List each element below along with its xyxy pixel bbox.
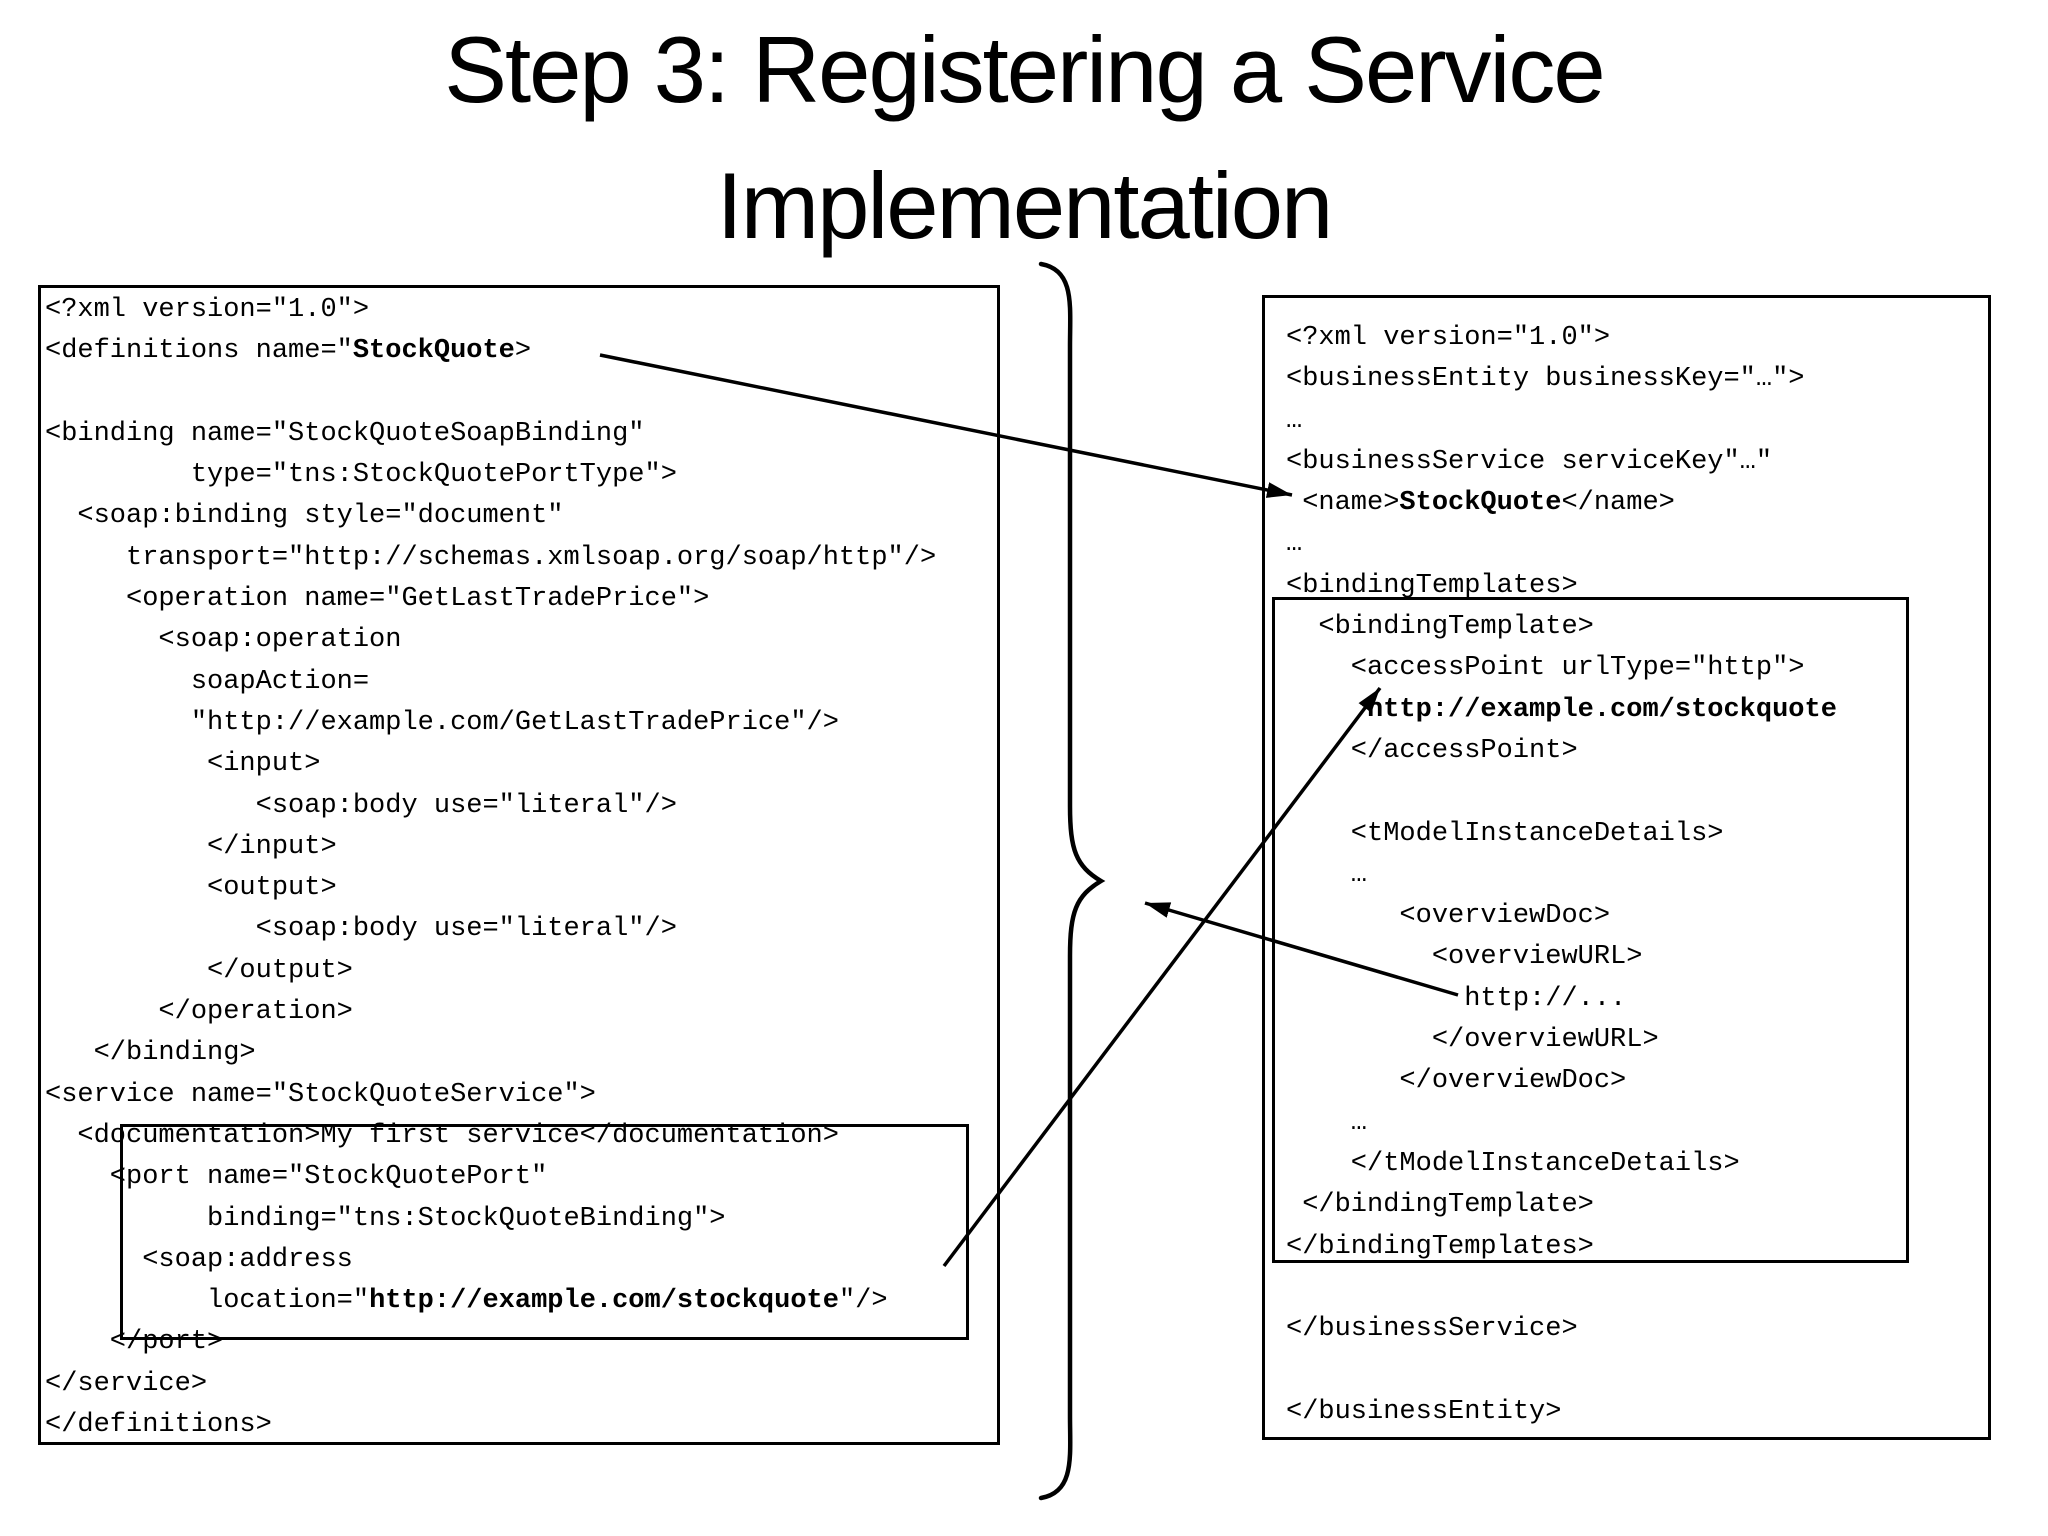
code-line — [45, 373, 997, 414]
code-line: </tModelInstanceDetails> — [1286, 1148, 1740, 1179]
code-line: soapAction= — [45, 666, 370, 697]
code-line: <operation name="GetLastTradePrice"> — [45, 584, 710, 615]
code-line: "http://example.com/GetLastTradePrice"/> — [45, 707, 839, 738]
code-line: </service> — [45, 1368, 208, 1399]
code-line: </input> — [45, 831, 337, 862]
page-title: Step 3: Registering a Service Implementa… — [0, 2, 2048, 274]
code-line: <service name="StockQuoteService"> — [45, 1079, 596, 1110]
code-line: <soap:binding style="document" — [45, 501, 564, 532]
code-line: <input> — [45, 749, 321, 780]
wsdl-code-panel: <?xml version="1.0"> <definitions name="S… — [38, 285, 1000, 1445]
code-line: <accessPoint urlType="http"> — [1286, 653, 1805, 684]
code-line: <bindingTemplates> — [1286, 570, 1578, 601]
code-line: <output> — [45, 873, 337, 904]
code-line: type="tns:StockQuotePortType"> — [45, 460, 677, 491]
code-line — [1286, 1268, 1988, 1309]
code-line: </accessPoint> — [1286, 735, 1578, 766]
code-line: </binding> — [45, 1038, 256, 1069]
code-line: </operation> — [45, 997, 353, 1028]
title-line-2: Implementation — [716, 153, 1334, 258]
code-line: <?xml version="1.0"> — [1286, 323, 1611, 353]
code-line: <soap:body use="literal"/> — [45, 914, 677, 945]
code-line: <soap:operation — [45, 625, 402, 656]
binding-template-highlight-box — [1272, 597, 1909, 1263]
code-line: <bindingTemplate> — [1286, 612, 1594, 643]
code-line: … — [1286, 405, 1303, 436]
code-line: <tModelInstanceDetails> — [1286, 818, 1724, 849]
code-line: transport="http://schemas.xmlsoap.org/so… — [45, 542, 937, 573]
code-line: … — [1286, 529, 1303, 560]
code-line: <binding name="StockQuoteSoapBinding" — [45, 418, 645, 449]
code-line: </port> — [45, 1327, 224, 1358]
code-line: </overviewURL> — [1286, 1025, 1659, 1056]
code-line: <soap:address — [45, 1244, 353, 1275]
code-line: <soap:body use="literal"/> — [45, 790, 677, 821]
code-line: <businessService serviceKey"…" — [1286, 446, 1773, 477]
code-line: </definitions> — [45, 1410, 272, 1441]
code-line: <port name="StockQuotePort" — [45, 1162, 548, 1193]
uddi-code-panel: <?xml version="1.0"> <businessEntity busi… — [1262, 295, 1991, 1440]
title-line-1: Step 3: Registering a Service — [444, 17, 1605, 122]
code-line: binding="tns:StockQuoteBinding"> — [45, 1203, 726, 1234]
code-line — [1286, 1350, 1988, 1391]
curly-brace — [1038, 261, 1106, 1501]
code-line: http://... — [1286, 983, 1627, 1014]
code-line: </output> — [45, 955, 353, 986]
code-line: <overviewURL> — [1286, 942, 1643, 973]
code-line: </businessService> — [1286, 1314, 1578, 1345]
code-line: <businessEntity businessKey="…"> — [1286, 364, 1805, 395]
code-line: location="http://example.com/stockquote"… — [45, 1286, 888, 1317]
code-line: http://example.com/stockquote — [1367, 694, 1837, 725]
code-line: <?xml version="1.0"> — [45, 295, 370, 325]
code-line: <definitions name="StockQuote> — [45, 336, 532, 367]
code-line: </businessEntity> — [1286, 1396, 1562, 1427]
code-line: <name>StockQuote</name> — [1286, 488, 1675, 519]
code-line: </overviewDoc> — [1286, 1066, 1627, 1097]
port-highlight-box — [120, 1124, 969, 1340]
